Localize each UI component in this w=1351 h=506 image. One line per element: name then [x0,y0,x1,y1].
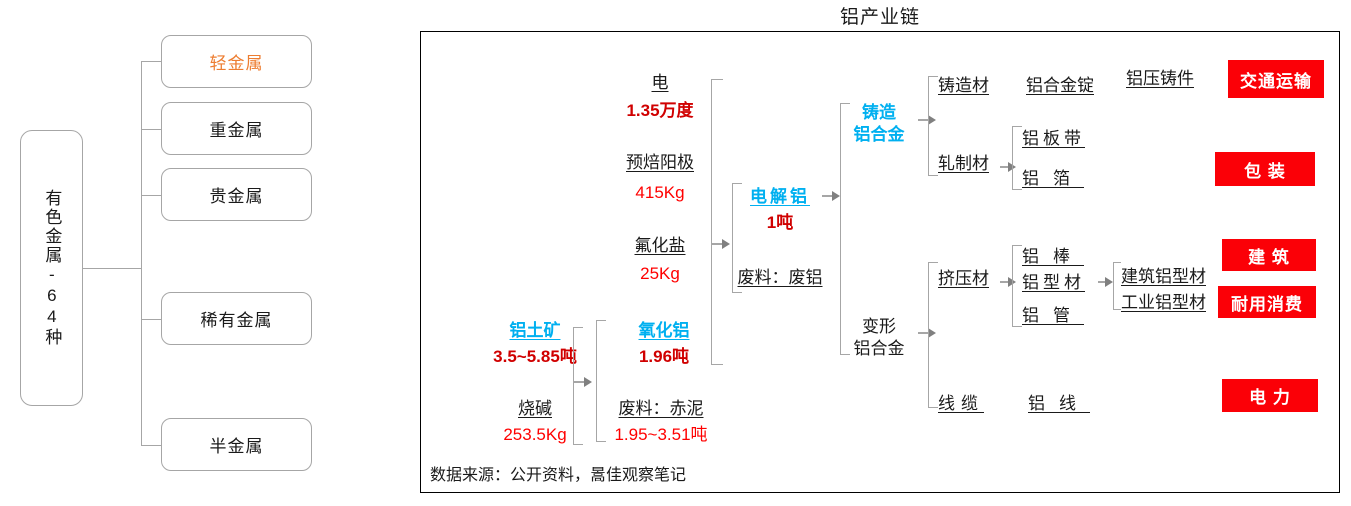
market-box-power[interactable]: 电 力 [1222,379,1318,412]
bracket-electrolysis-stem [711,243,725,245]
line-profile-out [1098,281,1108,283]
bracket-extrusion-products [1012,245,1022,327]
market-label: 建 筑 [1248,247,1290,267]
tree-node-label: 贵金属 [209,187,264,206]
node-aluminum-sheet: 铝板带 [1022,129,1085,148]
tree-branch-line-1 [141,61,161,62]
tree-branch-line-5 [141,445,161,446]
tree-node-semi-metals[interactable]: 半金属 [161,418,312,471]
node-cast-alloy-name-line1: 铸造铝合金 [853,103,905,145]
node-alumina-name: 氧化铝 [638,321,690,340]
bracket-alumina-output [596,320,606,442]
node-aluminum-bar: 铝棒 [1022,247,1084,266]
node-caustic-soda-value: 253.5Kg [503,425,567,444]
bracket-electrolytic-group [732,183,742,293]
market-label: 交通运输 [1240,71,1312,91]
input-prebaked-anode-value: 415Kg [635,183,685,202]
bracket-cast-materials [928,76,938,176]
node-aluminum-profile: 铝型材 [1022,273,1085,292]
node-aluminum-wire: 铝线 [1028,394,1090,413]
node-bauxite-name: 铝土矿 [509,321,561,340]
node-aluminum-tube: 铝管 [1022,306,1084,325]
node-cast-material: 铸造材 [938,76,989,95]
market-box-packaging[interactable]: 包 装 [1215,152,1315,186]
node-red-mud-value: 1.95~3.51吨 [614,425,708,444]
source-note: 数据来源：公开资料，暠佳观察笔记 [430,467,687,484]
bracket-electrolysis-inputs [711,79,723,365]
arrow-electrolytic-to-alloys [832,191,840,201]
node-extrusion-material: 挤压材 [938,269,989,288]
page-title: 铝产业链 [839,7,920,28]
tree-root-node: 有色金属-64种 [20,130,83,406]
tree-root-label: 有色金属-64种 [42,189,62,347]
node-wrought-alloy-name: 变形铝合金 [853,317,905,359]
tree-branch-line-3 [141,195,161,196]
tree-branch-line-4 [141,319,161,320]
bracket-alloy-split [840,103,850,355]
arrow-cast-alloy-out [928,115,936,125]
node-construction-profile: 建筑铝型材 [1121,267,1206,286]
input-fluoride-salt-value: 25Kg [640,264,680,283]
node-industrial-profile: 工业铝型材 [1121,293,1206,312]
market-label: 包 装 [1244,161,1286,181]
node-cable-material: 线缆 [938,394,984,413]
node-die-cast-parts: 铝压铸件 [1126,69,1194,88]
line-bauxite-to-alumina [573,381,587,383]
bracket-wrought-materials [928,262,938,408]
market-box-transport[interactable]: 交通运输 [1228,60,1324,98]
node-bauxite-value: 3.5~5.85吨 [493,347,577,366]
node-electrolytic-aluminum-name: 电解铝 [750,187,810,206]
tree-node-label: 轻金属 [209,54,264,73]
line-electrolytic-to-alloys [822,195,836,197]
node-alloy-ingot: 铝合金锭 [1026,76,1094,95]
line-wrought-alloy-out [918,332,932,334]
input-prebaked-anode-name: 预焙阳极 [626,153,694,172]
arrow-wrought-alloy-out [928,328,936,338]
tree-root-connector [83,268,141,269]
tree-spine [141,61,142,446]
market-label: 电 力 [1249,388,1291,407]
node-waste-scrap-aluminum: 废料：废铝 [737,268,823,287]
arrow-to-electrolytic-aluminum [722,239,730,249]
input-electricity-value: 1.35万度 [626,101,694,120]
tree-node-label: 重金属 [209,121,264,140]
node-rolled-material: 轧制材 [938,154,989,173]
node-aluminum-foil: 铝箔 [1022,169,1084,188]
market-box-durable-goods[interactable]: 耐用消费 [1218,286,1316,318]
market-box-construction[interactable]: 建 筑 [1222,239,1316,271]
bracket-rolled-products [1012,126,1022,190]
tree-node-heavy-metals[interactable]: 重金属 [161,102,312,155]
arrow-profile-out [1105,277,1113,287]
bracket-profile-products [1113,262,1121,310]
line-extrusion-out [1000,281,1012,283]
node-caustic-soda-name: 烧碱 [518,399,552,418]
line-rolled-out [1000,166,1012,168]
tree-node-label: 稀有金属 [200,311,273,330]
bracket-bauxite-inputs [573,327,583,445]
arrow-bauxite-to-alumina [584,377,592,387]
input-fluoride-salt-name: 氟化盐 [634,236,686,255]
node-electrolytic-aluminum-value: 1吨 [766,213,794,232]
tree-node-light-metals[interactable]: 轻金属 [161,35,312,88]
tree-node-rare-metals[interactable]: 稀有金属 [161,292,312,345]
market-label: 耐用消费 [1231,294,1303,314]
tree-branch-line-2 [141,129,161,130]
input-electricity-name: 电 [651,73,669,92]
tree-node-precious-metals[interactable]: 贵金属 [161,168,312,221]
node-alumina-value: 1.96吨 [638,347,690,366]
node-red-mud-name: 废料：赤泥 [618,399,704,418]
line-cast-alloy-out [918,119,932,121]
tree-node-label: 半金属 [209,437,264,456]
